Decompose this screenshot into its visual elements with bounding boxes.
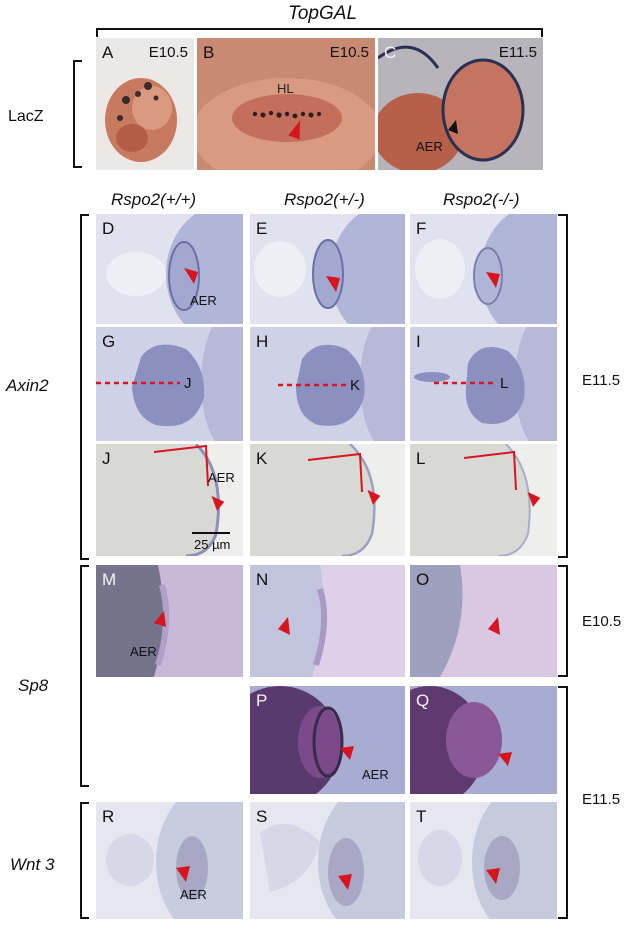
hindlimb-lacz-image [197,78,375,170]
panel-letter: S [256,807,268,826]
row-label-axin2: Axin2 [6,376,49,395]
topgal-bracket [96,28,543,30]
panel-t: T [410,802,557,919]
limb-lacz-image [378,45,525,170]
cut-label: L [500,375,509,392]
panel-letter: Q [416,691,430,710]
panel-e: E [250,214,405,324]
cut-label: J [184,375,192,392]
panel-letter: R [102,807,115,826]
row-label-sp8: Sp8 [18,676,49,695]
panel-o: O [410,565,557,677]
panel-i: I L [410,327,557,441]
panel-q: Q [410,686,557,794]
e115-axin-bracket [566,214,568,558]
panel-b: B E10.5 HL [197,38,375,170]
panel-letter: O [416,570,430,589]
col-header-ko: Rspo2(-/-) [443,190,520,209]
lacz-bracket [73,60,75,168]
panel-f: F [410,214,557,324]
panel-letter: H [256,332,269,351]
stage-e105-sp8: E10.5 [582,613,622,630]
scale-bar-label: 25 µm [194,537,231,552]
panel-letter: J [102,449,111,468]
panel-c: C E11.5 AER [378,38,543,170]
panel-r: R AER [96,802,243,919]
panel-j: J AER 25 µm [96,444,243,556]
wnt3-bracket [80,802,82,919]
aer-label: AER [190,293,217,308]
panel-letter: N [256,570,269,589]
panel-n: N [250,565,405,677]
aer-label: AER [416,139,443,154]
row-label-lacz: LacZ [8,108,44,125]
panel-letter: K [256,449,268,468]
aer-label: AER [362,767,389,782]
panel-stage: E11.5 [498,44,537,61]
topgal-title: TopGAL [288,3,358,24]
panel-letter: T [416,807,427,826]
panel-s: S [250,802,405,919]
panel-g: G J [96,327,243,441]
panel-letter: D [102,219,115,238]
stage-e115-axin: E11.5 [582,372,621,389]
panel-letter: A [102,43,114,62]
e105-bracket [566,565,568,677]
panel-k: K [250,444,405,556]
axin2-bracket [80,214,82,560]
cut-label: K [350,377,361,394]
panel-letter: L [416,449,426,468]
panel-d: D AER [96,214,243,324]
panel-letter: I [416,332,421,351]
panel-letter: G [102,332,116,351]
aer-label: AER [208,470,235,485]
panel-p: P AER [250,686,405,794]
panel-letter: C [384,43,397,62]
panel-letter: F [416,219,427,238]
aer-label: AER [130,644,157,659]
hl-label: HL [277,81,294,96]
embryo-lacz-image [105,78,177,162]
sp8-bracket [80,565,82,787]
row-label-wnt3: Wnt 3 [10,855,55,874]
panel-l: L [410,444,557,556]
panel-letter: P [256,691,268,710]
panel-letter: E [256,219,268,238]
panel-stage: E10.5 [329,44,369,61]
stage-e115-bottom: E11.5 [582,791,621,808]
panel-m: M AER [96,565,243,677]
panel-h: H K [250,327,405,441]
panel-a: A E10.5 [96,38,194,170]
panel-stage: E10.5 [148,44,188,61]
col-header-wt: Rspo2(+/+) [111,190,197,209]
col-header-het: Rspo2(+/-) [284,190,365,209]
e115-bottom-bracket [566,686,568,919]
aer-label: AER [180,887,207,902]
panel-letter: B [203,43,215,62]
panel-letter: M [102,570,117,589]
